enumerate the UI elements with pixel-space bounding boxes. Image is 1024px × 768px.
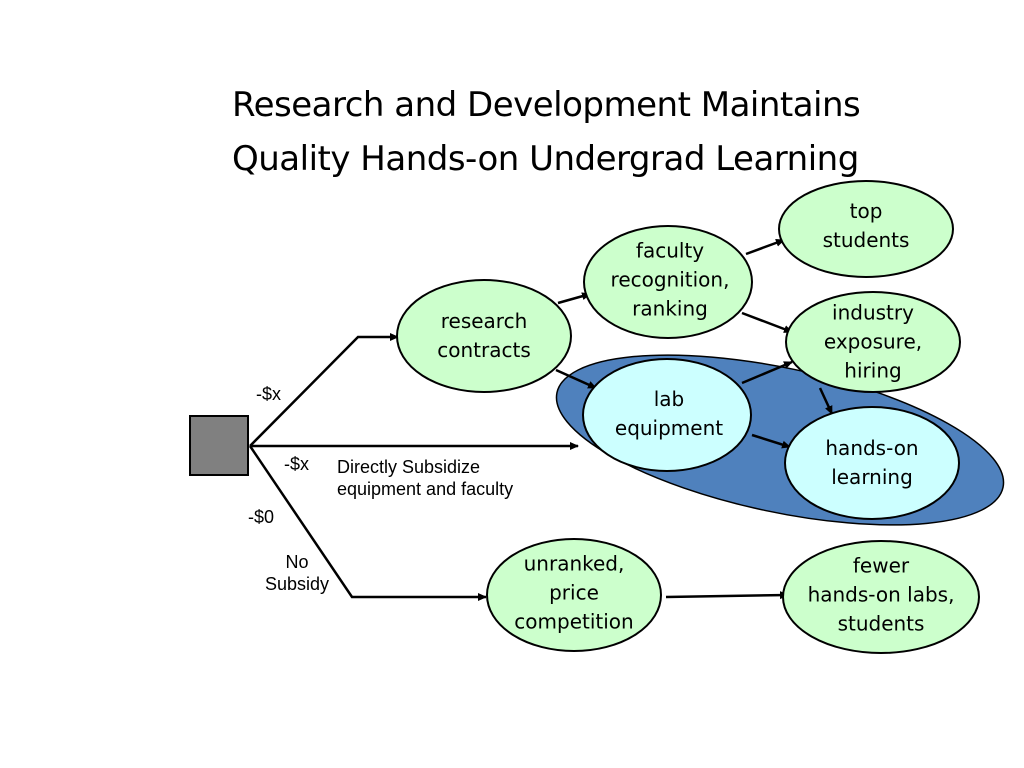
label-upper-cost: -$x [256,384,282,404]
edge-unranked-fewer [665,591,789,600]
label-line: unranked, [523,551,625,576]
edge-faculty-industry [741,311,793,334]
label-line: competition [514,609,634,634]
label-middle-description: Directly Subsidize equipment and faculty [337,456,513,500]
node-faculty-recognition[interactable] [583,225,753,339]
label-line: industry [832,300,914,325]
label-lab-equipment: lab equipment [615,385,723,443]
label-line: hiring [844,358,902,383]
edge-lab-industry [741,360,793,385]
label-hands-on-learning: hands-on learning [825,434,918,492]
label-line: top [849,199,883,223]
page-title: Research and Development Maintains Quali… [232,78,952,186]
label-line: students [837,611,925,636]
label-unranked: unranked, price competition [514,550,633,637]
edge-lab-handson [751,433,791,449]
label-line: contracts [437,338,531,362]
label-lower-description: No Subsidy [257,551,337,595]
edge-research-faculty [557,292,591,305]
edge-industry-handson [818,387,834,415]
decision-node[interactable] [189,415,249,476]
label-line: ranking [632,296,708,321]
label-faculty-recognition: faculty recognition, ranking [611,237,730,324]
label-line: lab [653,387,685,411]
edge-research-lab [555,368,597,390]
label-line: exposure, [823,329,923,354]
node-lab-equipment[interactable] [582,358,752,472]
label-line: students [822,228,910,252]
label-line: fewer [852,553,910,578]
node-research-contracts[interactable] [396,279,572,393]
edge-faculty-top [745,238,785,256]
label-line: faculty [635,238,705,263]
title-line-2: Quality Hands-on Undergrad Learning [232,139,859,179]
label-line: No [285,552,309,572]
label-line: Directly Subsidize [337,457,481,477]
label-line: price [549,580,599,605]
label-line: Subsidy [264,574,330,594]
label-research-contracts: research contracts [437,307,531,365]
label-line: recognition, [610,267,730,292]
node-fewer-labs[interactable] [782,540,980,654]
branch-research [249,333,399,447]
label-lower-cost: -$0 [248,507,275,527]
label-top-students: top students [823,197,910,255]
node-unranked[interactable] [486,538,662,652]
node-top-students[interactable] [778,180,954,278]
title-line-1: Research and Development Maintains [232,85,861,125]
branch-no-subsidy [248,445,487,601]
label-line: equipment [614,416,724,440]
label-line: hands-on [825,436,919,460]
label-line: research [440,309,528,333]
label-industry-exposure: industry exposure, hiring [824,299,922,386]
label-fewer-labs: fewer hands-on labs, students [808,552,955,639]
label-middle-cost: -$x [284,454,310,474]
node-hands-on-learning[interactable] [784,406,960,520]
label-line: equipment and faculty [337,479,514,499]
label-line: hands-on labs, [807,582,955,607]
node-industry-exposure[interactable] [785,291,961,393]
label-line: learning [831,465,913,489]
